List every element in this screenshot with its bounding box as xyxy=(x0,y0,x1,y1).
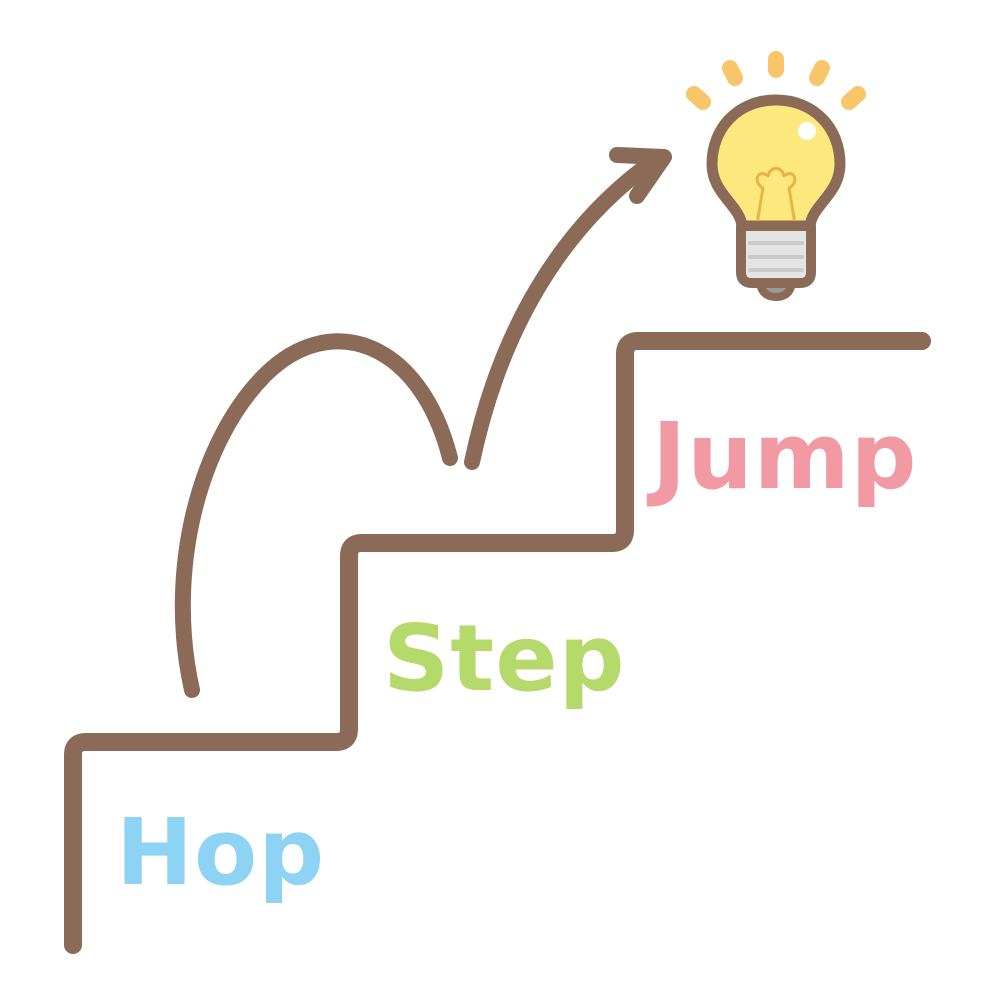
step-label: Step xyxy=(383,605,626,712)
hop-arc xyxy=(174,333,458,698)
hop-label: Hop xyxy=(116,799,325,906)
bulb-filament xyxy=(755,167,797,226)
bulb-base xyxy=(736,221,816,288)
lightbulb-icon xyxy=(686,51,866,301)
bulb-tip xyxy=(756,280,796,301)
arrowhead xyxy=(609,147,672,204)
bulb-glass xyxy=(706,94,846,232)
bulb-base-threads xyxy=(748,241,804,272)
bulb-rays xyxy=(686,51,866,110)
staircase-line xyxy=(64,332,931,954)
jump-curve xyxy=(464,157,656,470)
jump-label: Jump xyxy=(646,403,917,510)
bulb-highlight xyxy=(798,122,816,140)
